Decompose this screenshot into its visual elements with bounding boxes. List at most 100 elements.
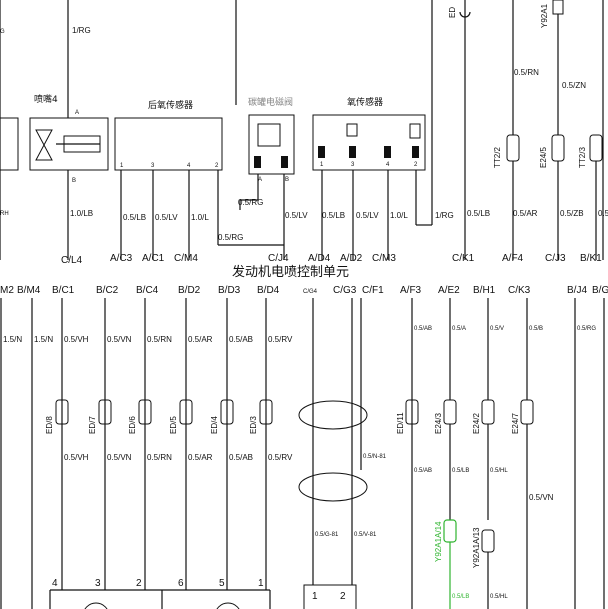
- pin-ac3: A/C3: [110, 253, 133, 264]
- rear-o2-pin-4: 4: [187, 163, 191, 169]
- label-small-v: 0.5/V: [490, 326, 504, 332]
- label-r-ab: 0.5/AB: [414, 468, 432, 474]
- shield-ellipse-bottom: [298, 472, 368, 502]
- label-e247: E24/7: [511, 413, 520, 434]
- label-rn-2: 0.5/RN: [147, 453, 172, 462]
- label-y92-14: Y92A1A/14: [434, 521, 443, 562]
- bottom-pin-4: 4: [52, 578, 58, 589]
- injector4-box: [29, 117, 109, 171]
- label-lb2: 0.5/LB: [467, 209, 490, 218]
- conn-ed3: [259, 399, 273, 425]
- canister-terminal-a: [254, 156, 261, 168]
- pin-cm3: C/M3: [372, 253, 396, 264]
- rear-o2-pin-1: 1: [120, 163, 124, 169]
- label-ed11: ED/11: [396, 412, 405, 434]
- label-vn-1: 0.5/VN: [107, 335, 132, 344]
- label-ed3: ED/3: [249, 416, 258, 434]
- label-r-lb-bottom: 0.5/LB: [452, 594, 469, 600]
- label-canister-rg: 0.5/RG: [238, 198, 263, 207]
- pin-cl4: C/L4: [61, 255, 83, 266]
- conn-ed11: [405, 399, 419, 425]
- e245-connector: [551, 134, 565, 162]
- pin-bj4: B/J4: [567, 285, 587, 296]
- label-vh-2: 0.5/VH: [64, 453, 89, 462]
- pin-bd2: B/D2: [178, 285, 201, 296]
- conn-y92-14: [443, 519, 457, 543]
- pin-bh1: B/H1: [473, 285, 496, 296]
- label-ed8: ED/8: [45, 416, 54, 434]
- conn-y92-13: [481, 529, 495, 553]
- pin-bd3: B/D3: [218, 285, 241, 296]
- o2-pin-2: 2: [414, 162, 418, 168]
- canister-terminal-b: [281, 156, 288, 168]
- label-ab-2: 0.5/AB: [229, 453, 253, 462]
- pin-ad4: A/D4: [308, 253, 331, 264]
- rear-o2-box: [114, 117, 223, 171]
- canister-pin-b: B: [285, 177, 289, 183]
- label-rn-1: 0.5/RN: [147, 335, 172, 344]
- injector-pin-b: B: [72, 178, 76, 184]
- label-small-a: 0.5/A: [452, 326, 466, 332]
- pin-af3: A/F3: [400, 285, 422, 296]
- label-o2-lv1: 0.5/LV: [285, 211, 308, 220]
- canister-pin-a: A: [258, 177, 262, 183]
- label-rear-l: 1.0/L: [191, 213, 209, 222]
- label-v81: 0.5/V-81: [354, 532, 377, 538]
- pin-cg4: C/G4: [303, 289, 318, 295]
- label-r-lb: 0.5/LB: [452, 468, 469, 474]
- o2-terminal-4: [384, 146, 391, 158]
- pin-bc4: B/C4: [136, 285, 159, 296]
- pin-cj4: C/J4: [268, 253, 289, 264]
- o2-heater-icon: [409, 123, 421, 139]
- label-tt22: TT2/2: [493, 147, 502, 168]
- pin-bd4: B/D4: [257, 285, 280, 296]
- label-rv-2: 0.5/RV: [268, 453, 293, 462]
- label-y92-13: Y92A1A/13: [472, 527, 481, 568]
- bottom-pin-3: 3: [95, 578, 101, 589]
- conn-ed6: [138, 399, 152, 425]
- conn-ed8: [55, 399, 69, 425]
- label-edge: 0.5/: [598, 209, 608, 218]
- label-rear-lb: 0.5/LB: [123, 213, 146, 222]
- canister-box: [248, 114, 295, 175]
- label-e243: E24/3: [434, 413, 443, 434]
- label-ed4: ED/4: [210, 416, 219, 434]
- label-rear-rg: 0.5/RG: [218, 233, 243, 242]
- pin-ad2: A/D2: [340, 253, 363, 264]
- rear-o2-pin-2: 2: [215, 163, 219, 169]
- label-15n-1: 1.5/N: [3, 335, 22, 344]
- pin-bc1: B/C1: [52, 285, 75, 296]
- label-1rg: 1/RG: [72, 26, 91, 35]
- o2-sensor-icon: [346, 123, 358, 137]
- label-ar: 0.5/AR: [513, 209, 538, 218]
- o2-terminal-2: [412, 146, 419, 158]
- pin-cg3: C/G3: [333, 285, 357, 296]
- pin-ck1: C/K1: [452, 253, 475, 264]
- pin-bm4: B/M4: [17, 285, 41, 296]
- label-ar-2: 0.5/AR: [188, 453, 213, 462]
- conn-e242: [481, 399, 495, 425]
- o2-terminal-3: [349, 146, 356, 158]
- conn-e243: [443, 399, 457, 425]
- label-ed7: ED/7: [88, 416, 97, 434]
- pin-bg: B/G: [592, 285, 608, 296]
- pin-cf1: C/F1: [362, 285, 384, 296]
- label-rv-1: 0.5/RV: [268, 335, 293, 344]
- ecu-title: 发动机电喷控制单元: [232, 264, 349, 280]
- label-zn: 0.5/ZN: [562, 81, 586, 90]
- ed-connector-icon: [459, 11, 471, 18]
- pin-cm4: C/M4: [174, 253, 198, 264]
- label-e242: E24/2: [472, 413, 481, 434]
- label-small-rg: 0.5/RG: [577, 326, 596, 332]
- label-tt23: TT2/3: [578, 147, 587, 168]
- label-ab-1: 0.5/AB: [229, 335, 253, 344]
- pin-bc2: B/C2: [96, 285, 119, 296]
- conn-ed5: [179, 399, 193, 425]
- bottom-sensor-left-icon: [84, 602, 108, 609]
- label-small-b: 0.5/B: [529, 326, 543, 332]
- label-g: G: [0, 29, 5, 35]
- pin-m2: M2: [0, 285, 14, 296]
- pin-ck3: C/K3: [508, 285, 531, 296]
